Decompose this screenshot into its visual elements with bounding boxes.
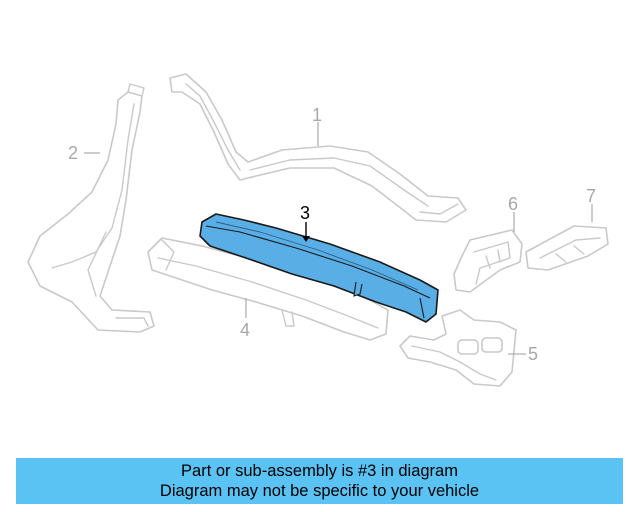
callout-5: 5 xyxy=(528,344,538,364)
info-banner: Part or sub-assembly is #3 in diagram Di… xyxy=(16,458,623,504)
banner-line-2: Diagram may not be specific to your vehi… xyxy=(159,482,480,500)
callout-3-arrow xyxy=(302,236,310,242)
callout-6: 6 xyxy=(508,194,518,214)
part-6-vent xyxy=(453,229,523,293)
part-1-duct xyxy=(169,73,467,223)
parts-diagram: 1 2 3 4 5 6 7 xyxy=(27,73,609,387)
banner-line-1: Part or sub-assembly is #3 in diagram xyxy=(181,462,458,480)
callout-4: 4 xyxy=(240,320,250,340)
part-2-duct xyxy=(27,83,155,333)
callout-2: 2 xyxy=(68,143,78,163)
callout-7: 7 xyxy=(586,186,596,206)
part-7-vent xyxy=(525,225,609,271)
part-3-highlighted-duct[interactable] xyxy=(199,213,439,323)
callout-1: 1 xyxy=(312,105,322,125)
part-5-outlet xyxy=(399,309,517,387)
callout-3: 3 xyxy=(300,203,310,223)
